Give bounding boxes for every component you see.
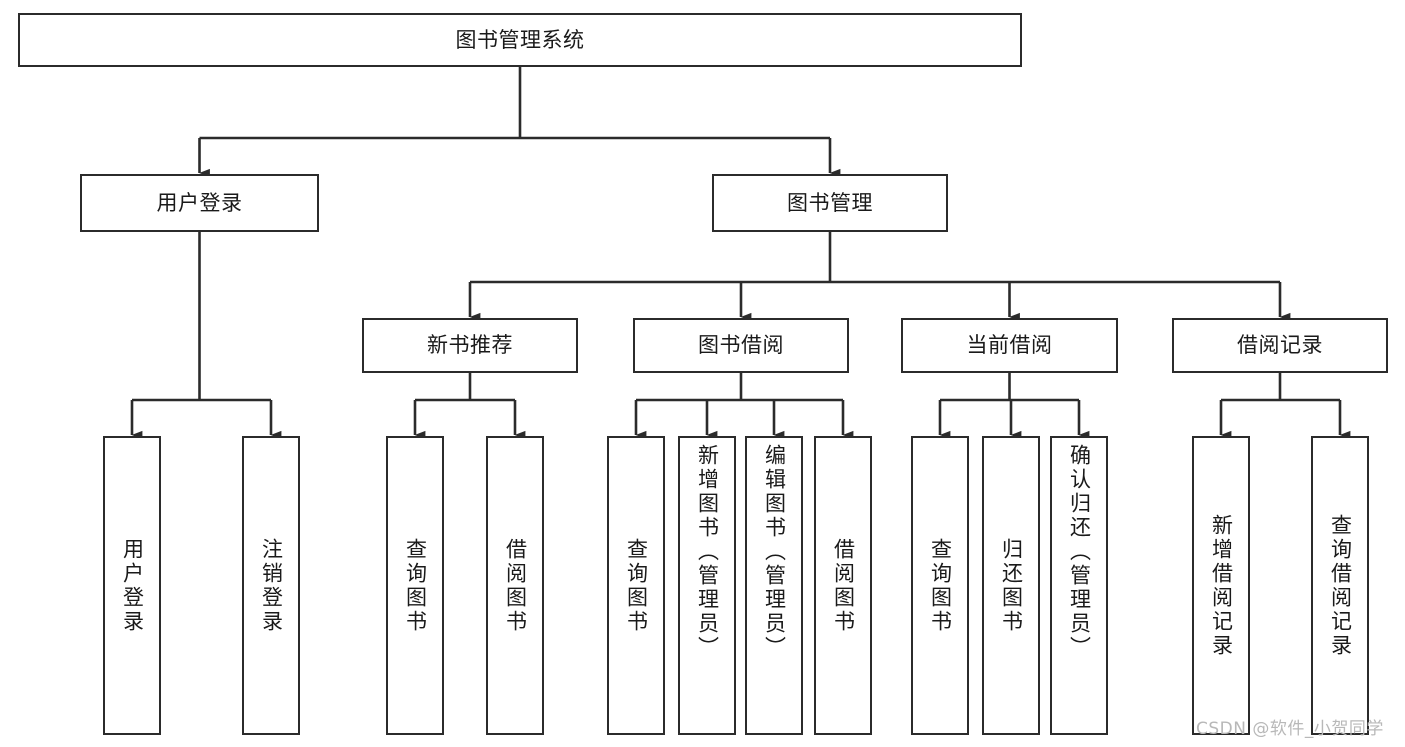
node-current-loans[interactable]: 当前借阅	[901, 318, 1118, 373]
leaf-user-login[interactable]: 用户登录	[103, 436, 161, 735]
node-label: 新增借阅记录	[1209, 513, 1234, 658]
leaf-record-add-loan-record[interactable]: 新增借阅记录	[1192, 436, 1250, 735]
leaf-recommend-borrow-book[interactable]: 借阅图书	[486, 436, 544, 735]
leaf-borrow-edit-book-admin[interactable]: 编辑图书（管理员）	[745, 436, 803, 735]
node-label: 用户登录	[120, 537, 145, 634]
node-label: 当前借阅	[966, 333, 1053, 358]
leaf-borrow-borrow-book[interactable]: 借阅图书	[814, 436, 872, 735]
leaf-user-logout[interactable]: 注销登录	[242, 436, 300, 735]
leaf-current-return-book[interactable]: 归还图书	[982, 436, 1040, 735]
node-root-system[interactable]: 图书管理系统	[18, 13, 1022, 67]
leaf-borrow-add-book-admin[interactable]: 新增图书（管理员）	[678, 436, 736, 735]
node-label: 借阅图书	[503, 537, 528, 634]
node-label: 查询图书	[928, 537, 953, 634]
node-label: 图书管理系统	[455, 27, 585, 52]
csdn-watermark: CSDN @软件_小贺同学	[1196, 719, 1384, 739]
node-label: 查询图书	[624, 537, 649, 634]
node-label: 查询图书	[403, 537, 428, 634]
node-book-borrow[interactable]: 图书借阅	[633, 318, 849, 373]
node-label: 图书借阅	[698, 333, 784, 358]
node-label: 确认归还（管理员）	[1067, 444, 1092, 660]
node-book-management-module[interactable]: 图书管理	[712, 174, 948, 232]
node-label: 图书管理	[787, 190, 873, 215]
node-label: 新增图书（管理员）	[695, 444, 720, 660]
leaf-recommend-query-book[interactable]: 查询图书	[386, 436, 444, 735]
node-label: 借阅图书	[831, 537, 856, 634]
node-label: 编辑图书（管理员）	[762, 444, 787, 660]
leaf-current-confirm-return-admin[interactable]: 确认归还（管理员）	[1050, 436, 1108, 735]
node-label: 新书推荐	[427, 333, 513, 358]
node-label: 借阅记录	[1237, 333, 1323, 358]
node-loan-records[interactable]: 借阅记录	[1172, 318, 1388, 373]
leaf-current-query-book[interactable]: 查询图书	[911, 436, 969, 735]
node-user-login-module[interactable]: 用户登录	[80, 174, 319, 232]
node-label: 查询借阅记录	[1328, 513, 1353, 658]
node-label: 归还图书	[999, 537, 1024, 634]
leaf-borrow-query-book[interactable]: 查询图书	[607, 436, 665, 735]
leaf-record-query-loan-record[interactable]: 查询借阅记录	[1311, 436, 1369, 735]
node-new-book-recommend[interactable]: 新书推荐	[362, 318, 578, 373]
node-label: 用户登录	[156, 190, 243, 215]
node-label: 注销登录	[259, 537, 284, 634]
